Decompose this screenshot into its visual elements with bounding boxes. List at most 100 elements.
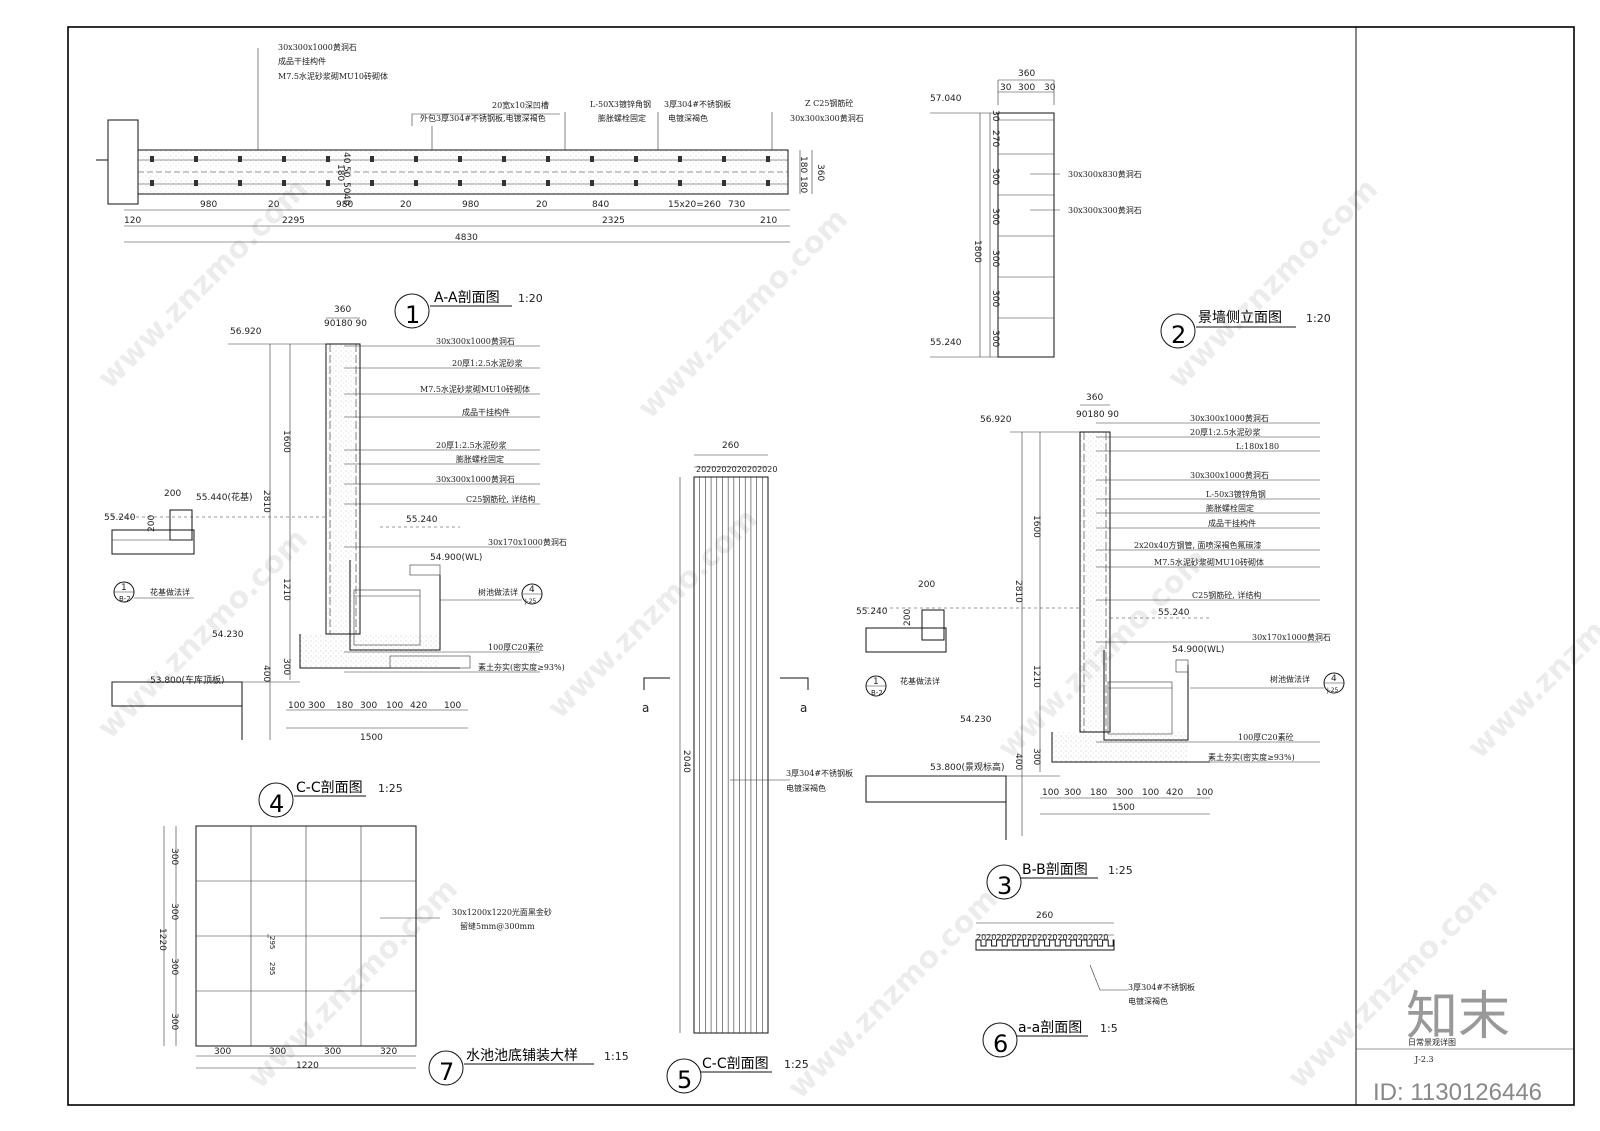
aa-note-top-6: 电镀深褐色 xyxy=(668,113,708,123)
svg-text:1500: 1500 xyxy=(1112,803,1135,813)
aa-dim-r2: 210 xyxy=(760,216,777,226)
aa-vdim-3: 180 xyxy=(335,164,345,181)
svg-text:www.znzmo.com: www.znzmo.com xyxy=(1161,172,1385,396)
svg-text:1:15: 1:15 xyxy=(604,1050,629,1063)
svg-text:1:25: 1:25 xyxy=(784,1058,809,1071)
svg-text:a: a xyxy=(800,701,807,715)
svg-text:景墙侧立面图: 景墙侧立面图 xyxy=(1198,310,1282,326)
aa-dim-r1: 980 xyxy=(462,200,479,210)
aa-note-top-7: Z C25钢筋砼 xyxy=(805,98,853,108)
aa-dim-r1: 15x20=260 xyxy=(668,200,721,210)
cc-note: 20厚1:2.5水泥砂浆 xyxy=(436,440,507,450)
aa-dim-r1: 980 xyxy=(336,200,353,210)
sheet-border xyxy=(67,26,1575,1106)
bb-note: 2x20x40方钢管, 面喷深褐色氟碳漆 xyxy=(1134,540,1262,550)
svg-text:20202020202020202020202020: 20202020202020202020202020 xyxy=(976,933,1108,942)
svg-text:260: 260 xyxy=(722,441,739,451)
bb-bot-dim: 300 xyxy=(1064,788,1081,798)
aa-dim-r2: 2295 xyxy=(282,216,305,226)
svg-text:200: 200 xyxy=(918,580,935,590)
bb-note: 30x300x1000黄洞石 xyxy=(1190,413,1269,423)
aa-vdim-5: 40 xyxy=(341,194,351,206)
cc-note: 100厚C20素砼 xyxy=(488,642,544,652)
view-cc-section: 56.920 55.440(花基) 55.240 55.240 54.900(W… xyxy=(104,305,567,743)
svg-text:电镀深褐色: 电镀深褐色 xyxy=(1128,996,1168,1006)
aa-vdim-r1: 180 xyxy=(798,156,808,173)
svg-text:300: 300 xyxy=(269,1047,286,1057)
bb-bot-dim: 420 xyxy=(1166,788,1183,798)
bb-note: L:180x180 xyxy=(1236,442,1279,451)
view-aa-section: 30x300x1000黄洞石 成品干挂构件 M7.5水泥砂浆砌MU10砖砌体 2… xyxy=(96,42,864,243)
svg-text:www.znzmo.com: www.znzmo.com xyxy=(541,502,765,726)
svg-text:www.znzmo.com: www.znzmo.com xyxy=(1461,542,1600,766)
svg-text:www.znzmo.com: www.znzmo.com xyxy=(1281,872,1505,1096)
cc-bot-dim: 300 xyxy=(308,701,325,711)
svg-text:6: 6 xyxy=(993,1030,1008,1058)
svg-text:C-C剖面图: C-C剖面图 xyxy=(296,780,363,796)
cc-note: C25钢筋砼, 详结构 xyxy=(466,494,535,504)
cc-note: 成品干挂构件 xyxy=(462,407,510,417)
svg-text:4: 4 xyxy=(269,790,284,818)
view-5-title: 5 C-C剖面图 1:25 xyxy=(666,1056,809,1094)
view-paving-detail: 300 300 300 300 1220 300 300 300 320 122… xyxy=(157,825,552,1071)
svg-text:1: 1 xyxy=(121,583,127,593)
bb-note: C25钢筋砼, 详结构 xyxy=(1192,590,1261,600)
aa-dim-r2: 120 xyxy=(124,216,141,226)
bb-note: 膨胀螺栓固定 xyxy=(1206,503,1254,513)
view-6-title: 6 a-a剖面图 1:5 xyxy=(982,1020,1118,1058)
svg-text:300: 300 xyxy=(214,1047,231,1057)
svg-text:1210: 1210 xyxy=(1031,665,1041,688)
bb-note: L-50x3镀锌角钢 xyxy=(1206,489,1266,499)
svg-text:2810: 2810 xyxy=(261,490,271,513)
svg-text:www.znzmo.com: www.znzmo.com xyxy=(781,882,1005,1106)
svg-text:7: 7 xyxy=(439,1058,454,1086)
aa-dim-r1: 730 xyxy=(728,200,745,210)
id-label: ID: 1130126446 xyxy=(1373,1079,1542,1106)
svg-text:5: 5 xyxy=(677,1066,692,1094)
svg-text:2: 2 xyxy=(1171,321,1186,349)
cc-note: M7.5水泥砂浆砌MU10砖砌体 xyxy=(420,384,530,394)
cc-note: 膨胀螺栓固定 xyxy=(456,454,504,464)
svg-text:53.800(景观标高): 53.800(景观标高) xyxy=(930,761,1005,773)
svg-text:400: 400 xyxy=(261,665,271,682)
bb-note: M7.5水泥砂浆砌MU10砖砌体 xyxy=(1154,557,1264,567)
side-vdim: 300 xyxy=(990,208,1000,225)
svg-text:2020202020202020: 2020202020202020 xyxy=(696,465,777,474)
cc-bot-dim: 100 xyxy=(444,701,461,711)
svg-text:360: 360 xyxy=(1086,393,1103,403)
svg-text:B-2: B-2 xyxy=(119,595,131,603)
svg-text:300: 300 xyxy=(324,1047,341,1057)
svg-text:www.znzmo.com: www.znzmo.com xyxy=(631,202,855,426)
svg-text:54.900(WL): 54.900(WL) xyxy=(430,553,482,563)
bb-note: 素土夯实(密实度≥93%) xyxy=(1208,752,1295,762)
svg-text:56.920: 56.920 xyxy=(980,415,1012,425)
aa-vdim-r2: 180 xyxy=(798,176,808,193)
svg-text:B-B剖面图: B-B剖面图 xyxy=(1022,862,1088,878)
view-panel-elevation: 260 2020202020202020 2040 a a 3厚304#不锈钢板… xyxy=(642,441,853,1034)
svg-text:www.znzmo.com: www.znzmo.com xyxy=(241,872,465,1096)
cc-note: 30x300x1000黄洞石 xyxy=(436,336,515,346)
svg-text:3: 3 xyxy=(997,872,1012,900)
svg-text:320: 320 xyxy=(380,1047,397,1057)
bb-note: 100厚C20素砼 xyxy=(1238,732,1294,742)
svg-text:300: 300 xyxy=(281,658,291,675)
svg-text:B-2: B-2 xyxy=(871,689,883,697)
bb-bot-dim: 100 xyxy=(1196,788,1213,798)
aa-dim-r1: 20 xyxy=(268,200,280,210)
aa-note-top-1: 20宽x10深凹槽 xyxy=(492,100,549,110)
view-bb-section: 56.920 55.240 55.240 54.900(WL) 54.230 5… xyxy=(856,393,1345,840)
cc-bot-dim: 180 xyxy=(336,701,353,711)
svg-text:3厚304#不锈钢板: 3厚304#不锈钢板 xyxy=(1128,982,1195,992)
aa-vdim-r3: 360 xyxy=(815,164,825,181)
svg-text:J-25: J-25 xyxy=(1326,687,1339,694)
cc-note: 素土夯实(密实度≥93%) xyxy=(478,662,565,672)
svg-text:电镀深褐色: 电镀深褐色 xyxy=(786,783,826,793)
svg-text:300: 300 xyxy=(1031,748,1041,765)
aa-dim-r1: 980 xyxy=(200,200,217,210)
svg-text:55.240: 55.240 xyxy=(1158,608,1190,618)
svg-text:55.240: 55.240 xyxy=(856,607,888,617)
svg-text:295: 295 xyxy=(268,962,276,975)
aa-dim-r1: 20 xyxy=(400,200,412,210)
svg-text:54.900(WL): 54.900(WL) xyxy=(1172,645,1224,655)
